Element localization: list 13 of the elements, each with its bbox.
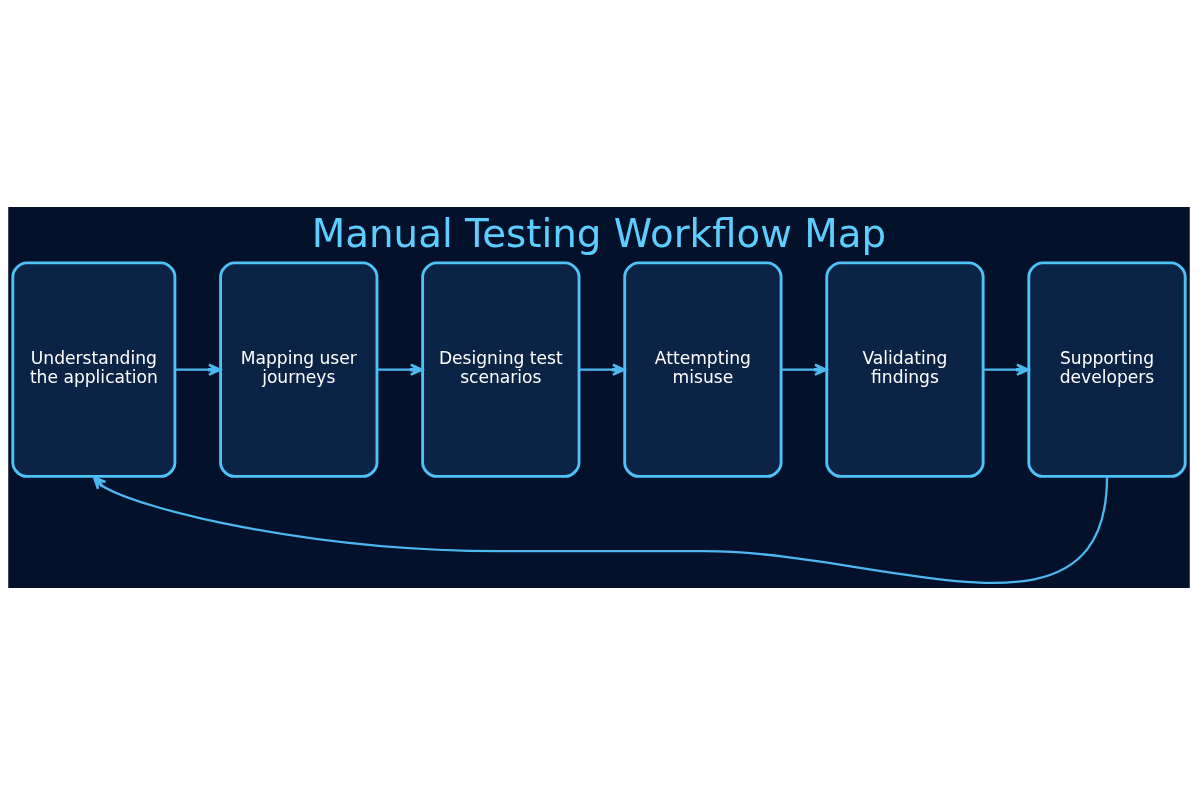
diagram-title: Manual Testing Workflow Map [311,210,887,256]
arrow [579,362,626,376]
arrow [175,362,222,376]
node-box: Understanding the application [11,261,177,478]
arrow [983,362,1030,376]
arrow [92,475,1109,583]
node-box: Validating findings [825,261,985,478]
node-box: Designing test scenarios [421,261,581,478]
node-box: Attempting misuse [623,261,783,478]
arrow [377,362,424,376]
arrow [781,362,828,376]
node-box: Supporting developers [1027,261,1187,478]
node-box: Mapping user journeys [219,261,379,478]
